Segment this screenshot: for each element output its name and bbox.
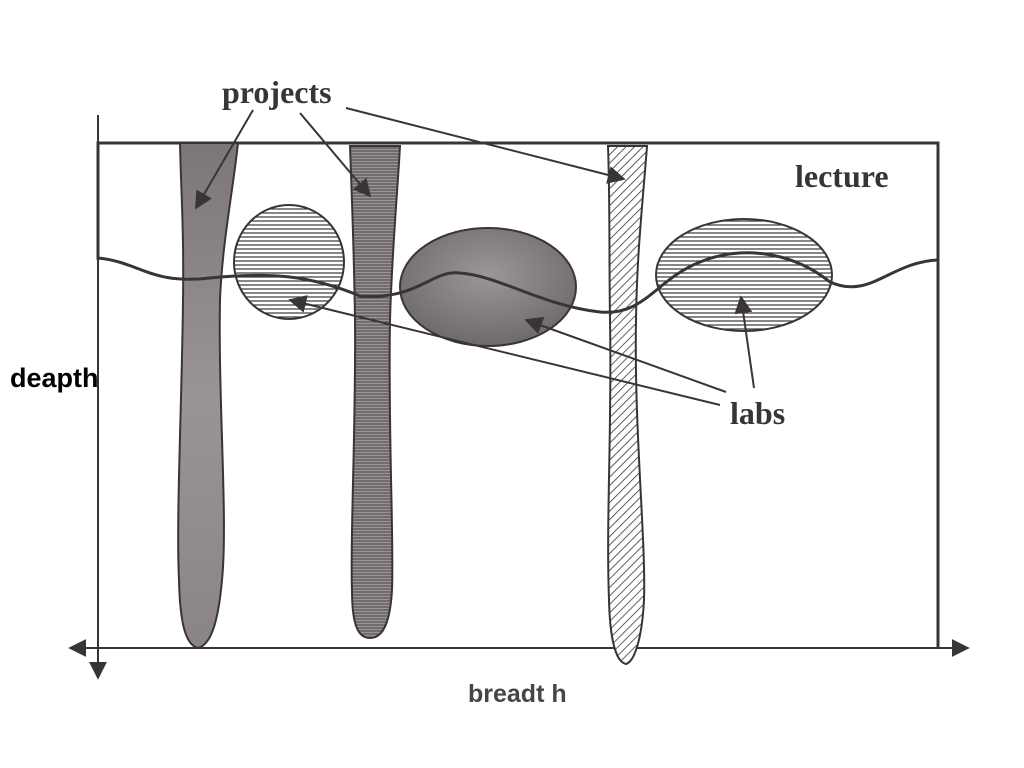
- project-column-3: [606, 145, 649, 666]
- projects-arrow-1: [195, 109, 254, 210]
- lab-ellipse-right: [655, 218, 833, 332]
- projects-label: projects: [222, 74, 332, 110]
- labs-label: labs: [730, 395, 785, 431]
- projects-arrow-3: [345, 107, 626, 184]
- lecture-label: lecture: [795, 158, 889, 194]
- project-column-1: [177, 142, 240, 650]
- breadth-axis-label: breadt h: [468, 680, 567, 708]
- projects-arrow-2: [299, 112, 372, 198]
- lecture-boundary-wave: [97, 251, 939, 314]
- labs-arrow-1: [288, 295, 721, 406]
- lecture-box: [96, 141, 940, 648]
- lab-ellipse-dark: [399, 227, 577, 347]
- project-column-2: [348, 145, 402, 640]
- depth-axis-label: deapth: [10, 363, 99, 393]
- lab-ellipse-small: [233, 204, 345, 320]
- labs-arrow-2: [524, 317, 727, 393]
- labs-arrow-3: [734, 295, 755, 389]
